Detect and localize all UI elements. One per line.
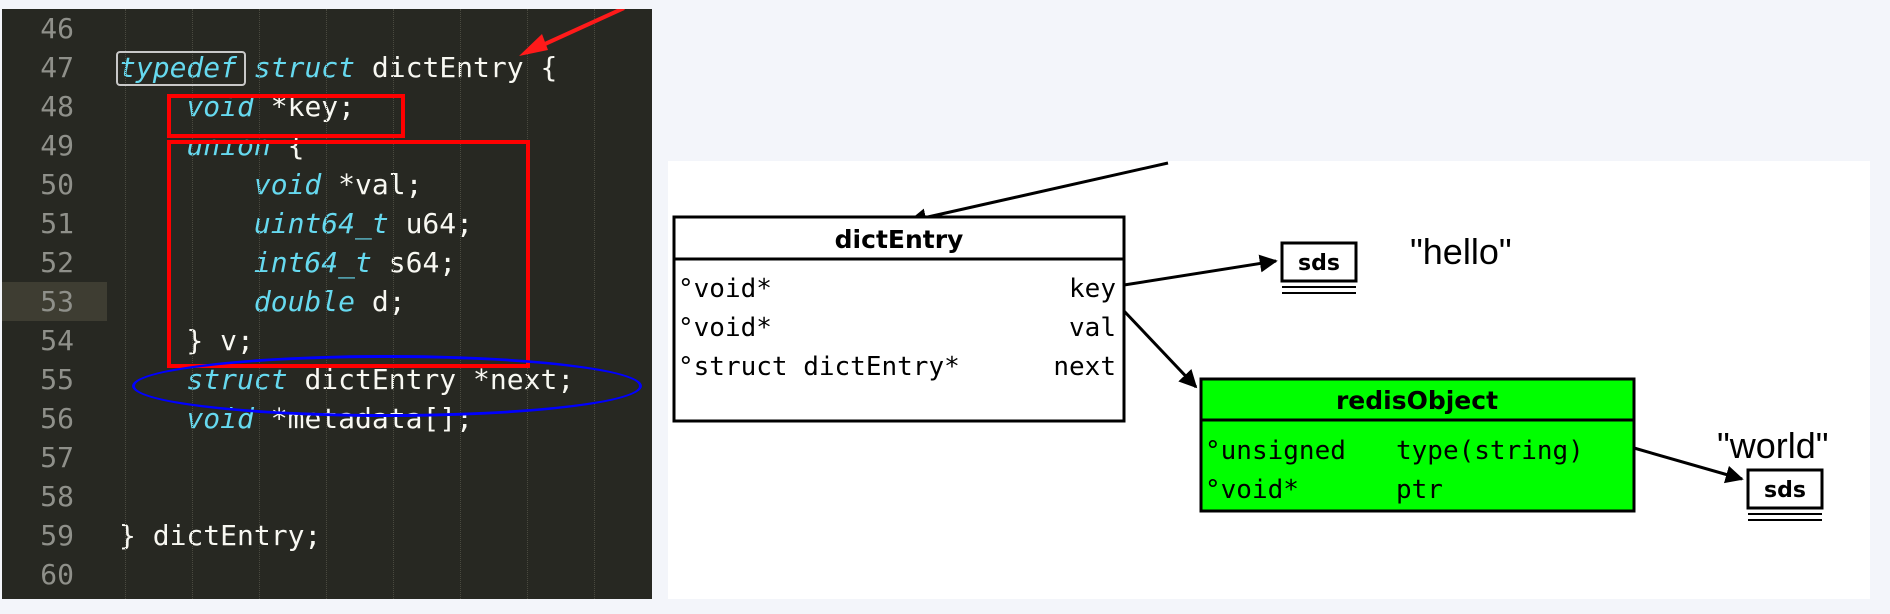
code-token: u64; [388, 207, 474, 240]
redisobject-field-type: °unsigned [1205, 436, 1346, 466]
key-highlight-box [167, 94, 405, 138]
sds-key-title: sds [1298, 251, 1340, 276]
dictentry-field-name: next [1053, 352, 1116, 382]
key-arrow [1123, 254, 1278, 287]
indent-guide [460, 9, 461, 599]
code-token: } dictEntry; [119, 519, 322, 552]
code-line: 46 [2, 9, 652, 48]
dictentry-field-name: val [1069, 313, 1116, 343]
code-text: uint64_t u64; [119, 204, 473, 243]
code-token: } v; [119, 324, 254, 357]
indent-guide [326, 9, 327, 599]
code-line: 54 } v; [2, 321, 652, 360]
code-token: d; [355, 285, 406, 318]
dictentry-field-type: °void* [678, 274, 772, 304]
structure-diagram: dictEntry °void* key °void* val °struct … [672, 161, 1829, 521]
redisobject-class-box: redisObject °unsigned type(string) °void… [1199, 377, 1636, 513]
code-token: dictEntry { [355, 51, 558, 84]
line-number: 58 [40, 480, 74, 513]
code-line: 52 int64_t s64; [2, 243, 652, 282]
typedef-bracket-mark [116, 51, 246, 86]
line-number: 57 [40, 441, 74, 474]
line-number: 51 [40, 207, 74, 240]
code-text: } v; [119, 321, 254, 360]
indent-guide [192, 9, 193, 599]
hello-label: "hello" [1410, 231, 1512, 272]
sds-key-box: sds [1280, 241, 1358, 294]
pointer-arrow [519, 9, 625, 56]
code-line: 47 typedef struct dictEntry { [2, 48, 652, 87]
indent-guide [393, 9, 394, 599]
world-label: "world" [1717, 425, 1829, 466]
code-token: s64; [371, 246, 457, 279]
code-line: 53 double d; [2, 282, 652, 321]
code-line: 59 } dictEntry; [2, 516, 652, 555]
line-number: 49 [40, 129, 74, 162]
sds-val-title: sds [1764, 478, 1806, 503]
diagram-panel: dictEntry °void* key °void* val °struct … [668, 161, 1870, 599]
line-number: 53 [40, 285, 74, 318]
val-arrow [1122, 309, 1198, 389]
code-line: 50 void *val; [2, 165, 652, 204]
code-line: 51 uint64_t u64; [2, 204, 652, 243]
line-number: 47 [40, 51, 74, 84]
incoming-arrow [908, 161, 1169, 227]
code-keyword: uint64_t [253, 207, 389, 240]
redisobject-field-type: °void* [1205, 475, 1299, 505]
indent-guide [125, 9, 126, 599]
dictentry-title: dictEntry [835, 225, 964, 254]
redisobject-field-name: type(string) [1396, 436, 1584, 466]
code-text: } dictEntry; [119, 516, 321, 555]
union-highlight-box [167, 140, 530, 368]
line-number: 56 [40, 402, 74, 435]
redisobject-field-name: ptr [1396, 475, 1443, 505]
code-token [119, 402, 186, 435]
ptr-arrow [1633, 446, 1744, 484]
next-highlight-ellipse [132, 355, 642, 417]
line-number: 52 [40, 246, 74, 279]
code-text: void *val; [119, 165, 423, 204]
line-number: 48 [40, 90, 74, 123]
indent-guide [259, 9, 260, 599]
dictentry-field-type: °struct dictEntry* [678, 352, 960, 382]
code-keyword: struct [253, 51, 356, 84]
line-number: 50 [40, 168, 74, 201]
code-keyword: double [253, 285, 356, 318]
code-text: typedef struct dictEntry { [119, 48, 557, 87]
code-text: double d; [119, 282, 406, 321]
line-number: 54 [40, 324, 74, 357]
code-keyword: void [253, 168, 322, 201]
current-line-highlight [2, 282, 107, 321]
dictentry-field-type: °void* [678, 313, 772, 343]
code-line: 57 [2, 438, 652, 477]
line-number: 60 [40, 558, 74, 591]
code-keyword: typedef [119, 51, 238, 84]
line-number: 59 [40, 519, 74, 552]
code-text: int64_t s64; [119, 243, 456, 282]
code-line: 58 [2, 477, 652, 516]
line-number: 55 [40, 363, 74, 396]
code-keyword: int64_t [253, 246, 372, 279]
code-line: 60 [2, 555, 652, 594]
code-token: *val; [321, 168, 423, 201]
dictentry-field-name: key [1069, 274, 1116, 304]
line-number: 46 [40, 12, 74, 45]
dictentry-class-box: dictEntry °void* key °void* val °struct … [672, 215, 1126, 423]
indent-guide [594, 9, 595, 599]
sds-val-box: sds [1746, 468, 1824, 521]
redisobject-title: redisObject [1336, 386, 1498, 415]
